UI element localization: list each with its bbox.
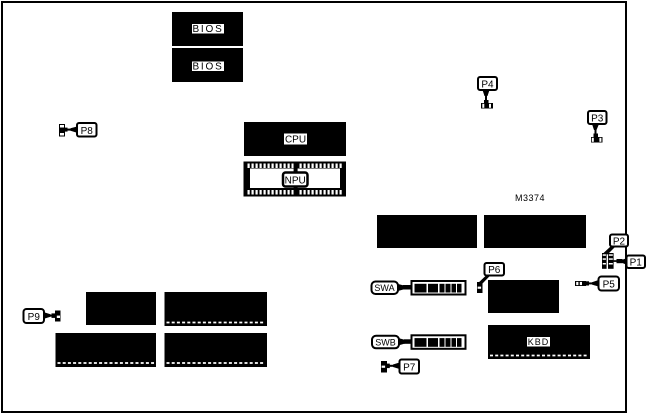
svg-text:CPU: CPU	[285, 135, 306, 146]
svg-text:P5: P5	[603, 280, 616, 291]
svg-text:M3374: M3374	[515, 193, 545, 203]
svg-text:NPU: NPU	[285, 176, 306, 187]
svg-text:KBD: KBD	[528, 337, 550, 347]
svg-text:P8: P8	[81, 126, 94, 137]
svg-text:SWB: SWB	[375, 337, 396, 347]
svg-text:P7: P7	[403, 363, 416, 374]
svg-text:BIOS: BIOS	[192, 62, 223, 73]
svg-text:SWA: SWA	[374, 283, 394, 293]
svg-text:P4: P4	[481, 80, 494, 91]
svg-text:P3: P3	[591, 114, 604, 125]
svg-text:P9: P9	[28, 312, 41, 323]
svg-text:P2: P2	[613, 236, 626, 247]
svg-text:P6: P6	[488, 265, 501, 276]
svg-text:P1: P1	[630, 258, 643, 269]
svg-text:BIOS: BIOS	[192, 24, 223, 35]
